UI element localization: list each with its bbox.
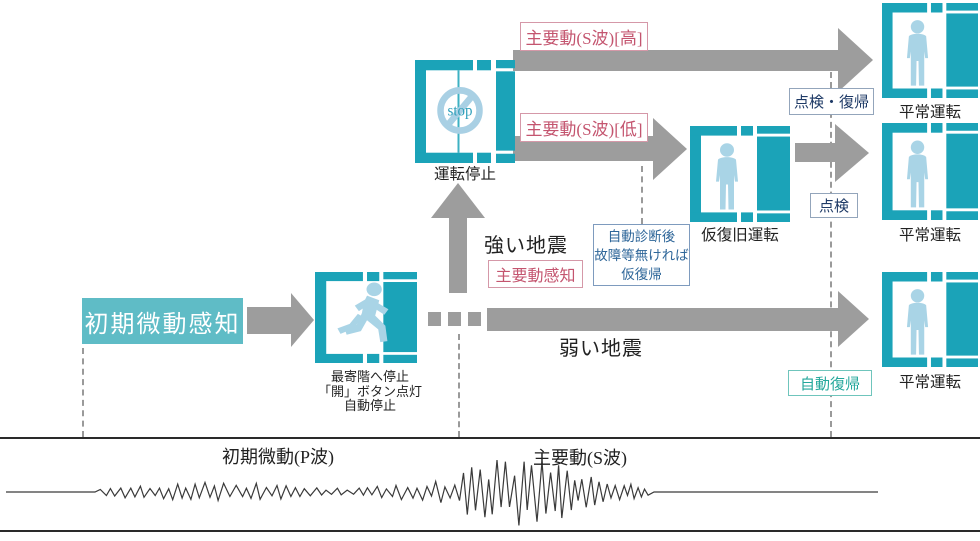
temp-recovery-caption: 仮復旧運転 — [701, 227, 779, 244]
arrow-temp-to-normal — [795, 143, 835, 162]
note-line-3: 自動停止 — [343, 398, 396, 413]
arrow-s-high — [513, 50, 838, 71]
auto-diagnosis-note: 自動診断後 故障等無ければ 仮復帰 — [593, 224, 690, 286]
seismogram-trace — [6, 460, 878, 526]
arrow-start-to-lift — [247, 307, 291, 334]
normal-op-top-caption: 平常運転 — [898, 104, 961, 121]
auto-return-label: 自動復帰 — [788, 370, 872, 396]
initial-tremor-detect-box: 初期微動感知 — [82, 298, 243, 344]
dashed-line-p-detect — [82, 348, 84, 437]
main-motion-detect-label: 主要動感知 — [488, 260, 583, 288]
elevator-stop-icon — [415, 60, 515, 163]
note-line-1: 最寄階へ停止 — [330, 369, 409, 384]
normal-op-mid-caption: 平常運転 — [898, 227, 961, 244]
dotted-segment-2 — [448, 312, 461, 326]
s-wave-high-label: 主要動(S波)[高] — [520, 22, 648, 51]
seismogram-panel: 初期微動(P波) 主要動(S波) — [0, 437, 980, 532]
stop-caption: 運転停止 — [433, 166, 496, 183]
arrow-weak-quake — [487, 308, 838, 331]
dashed-line-s-detect — [458, 334, 460, 437]
inspection-label: 点検 — [810, 193, 858, 218]
arrow-temp-to-normal-head — [835, 124, 869, 182]
arrow-weak-quake-head — [838, 291, 869, 347]
elevator-normal-top-icon — [882, 3, 978, 98]
s-wave-low-label: 主要動(S波)[低] — [520, 113, 648, 142]
nearest-floor-note: 最寄階へ停止 「開」ボタン点灯 自動停止 — [300, 369, 440, 414]
p-wave-label: 初期微動(P波) — [222, 447, 334, 467]
elevator-normal-mid-icon — [882, 123, 978, 220]
inspection-return-label: 点検・復帰 — [789, 88, 874, 115]
diag-line-1: 自動診断後 — [607, 228, 676, 244]
elevator-temp-recovery-icon — [690, 126, 790, 222]
s-wave-label: 主要動(S波) — [533, 448, 627, 468]
diag-line-3: 仮復帰 — [621, 266, 662, 282]
note-line-2: 「開」ボタン点灯 — [317, 383, 422, 399]
arrow-up-head — [431, 183, 485, 218]
elevator-normal-bottom-icon — [882, 272, 978, 367]
arrow-up-shaft — [449, 216, 467, 293]
arrow-start-to-lift-head — [291, 293, 314, 347]
dotted-segment-3 — [468, 312, 481, 326]
diag-line-2: 故障等無ければ — [594, 247, 689, 263]
arrow-s-high-head — [838, 28, 873, 92]
dashed-line-recovery — [830, 72, 832, 437]
dashed-line-diagnosis — [641, 166, 643, 224]
elevator-nearest-floor-icon — [315, 272, 417, 363]
weak-quake-label: 弱い地震 — [559, 338, 643, 360]
arrow-s-low-head — [653, 118, 687, 180]
strong-quake-label: 強い地震 — [484, 235, 568, 257]
normal-op-bottom-caption: 平常運転 — [898, 374, 961, 391]
dotted-segment-1 — [428, 312, 441, 326]
